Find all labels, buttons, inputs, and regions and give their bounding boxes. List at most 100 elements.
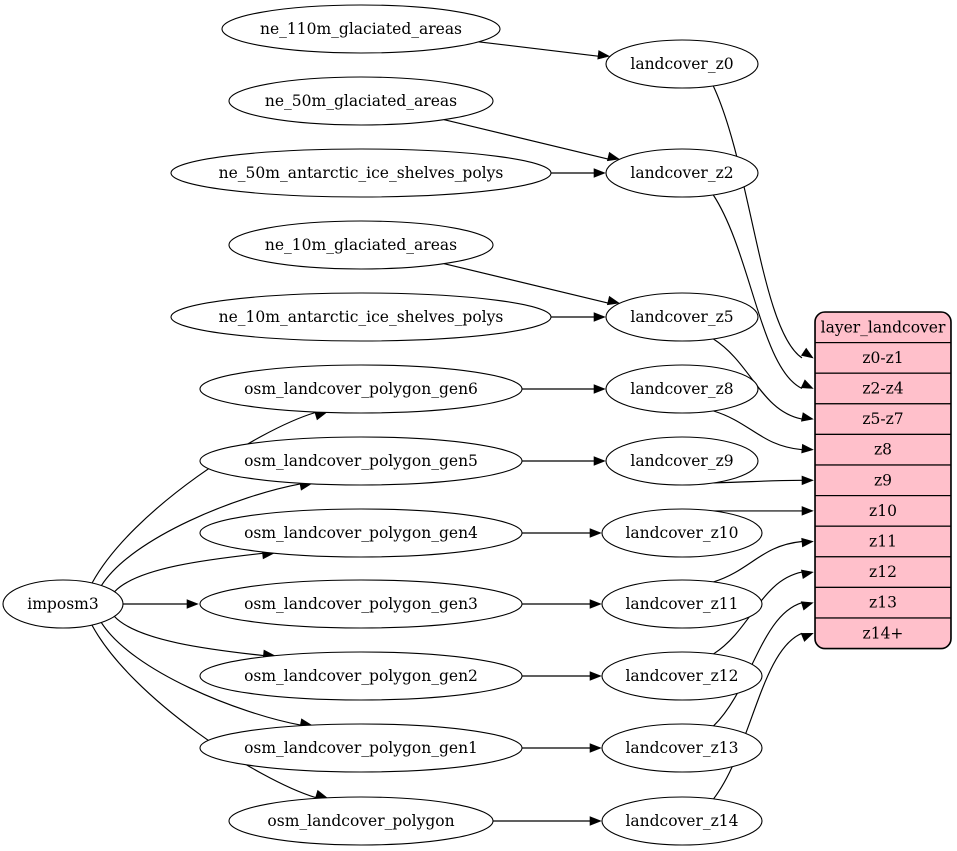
node-shape bbox=[605, 39, 759, 89]
edge-landcover_z11-to-row_z11 bbox=[713, 540, 803, 583]
edge-landcover_z2-to-row_z2_z4 bbox=[712, 194, 803, 390]
table-row-label: z14+ bbox=[863, 624, 904, 642]
node-label: ne_50m_antarctic_ice_shelves_polys bbox=[219, 164, 504, 182]
arrow-head-icon bbox=[606, 295, 620, 306]
table-row-z0-z1[interactable] bbox=[815, 342, 951, 374]
node-label: ne_50m_glaciated_areas bbox=[265, 92, 457, 110]
nodes-layer: imposm3 ne_110m_glaciated_areas ne_50m_gla… bbox=[2, 4, 763, 846]
node-ne_10m_antarctic_ice_shelves_polys[interactable]: ne_10m_antarctic_ice_shelves_polys bbox=[170, 292, 552, 342]
node-label: osm_landcover_polygon_gen1 bbox=[244, 739, 478, 757]
node-label: landcover_z0 bbox=[630, 55, 733, 73]
node-label: imposm3 bbox=[27, 595, 98, 613]
table-row-z10[interactable] bbox=[815, 495, 951, 527]
node-osm_landcover_polygon_gen6[interactable]: osm_landcover_polygon_gen6 bbox=[199, 364, 523, 414]
node-label: osm_landcover_polygon_gen5 bbox=[244, 452, 478, 470]
table-row-label: z11 bbox=[869, 533, 897, 551]
node-shape bbox=[605, 148, 759, 198]
node-shape bbox=[170, 292, 552, 342]
arrow-head-icon bbox=[800, 347, 814, 359]
node-shape bbox=[199, 508, 523, 558]
node-label: ne_110m_glaciated_areas bbox=[260, 20, 462, 38]
node-label: landcover_z12 bbox=[625, 667, 738, 685]
edge-imposm3-to-osm_landcover_polygon_gen5 bbox=[100, 483, 301, 586]
table-row-z2-z4[interactable] bbox=[815, 372, 951, 405]
node-shape bbox=[601, 723, 763, 773]
edge-landcover_z13-to-row_z13 bbox=[713, 602, 803, 727]
node-landcover_z12[interactable]: landcover_z12 bbox=[601, 651, 763, 701]
edges-layer bbox=[91, 41, 814, 826]
node-landcover_z0[interactable]: landcover_z0 bbox=[605, 39, 759, 89]
node-osm_landcover_polygon[interactable]: osm_landcover_polygon bbox=[228, 796, 494, 846]
node-shape bbox=[605, 364, 759, 414]
node-label: ne_10m_antarctic_ice_shelves_polys bbox=[219, 308, 504, 326]
arrow-head-icon bbox=[606, 151, 620, 162]
edge-imposm3-to-osm_landcover_polygon_gen2 bbox=[113, 616, 264, 657]
arrow-head-icon bbox=[800, 569, 814, 579]
node-ne_50m_antarctic_ice_shelves_polys[interactable]: ne_50m_antarctic_ice_shelves_polys bbox=[170, 148, 552, 198]
node-shape bbox=[170, 148, 552, 198]
node-ne_10m_glaciated_areas[interactable]: ne_10m_glaciated_areas bbox=[228, 220, 494, 270]
node-landcover_z8[interactable]: landcover_z8 bbox=[605, 364, 759, 414]
layer-landcover-table: layer_landcoverz0-z1z2-z4z5-z7z8z9z10z11… bbox=[814, 311, 952, 650]
node-osm_landcover_polygon_gen5[interactable]: osm_landcover_polygon_gen5 bbox=[199, 436, 523, 486]
node-landcover_z11[interactable]: landcover_z11 bbox=[601, 579, 763, 629]
arrow-head-icon bbox=[801, 475, 814, 486]
node-shape bbox=[199, 436, 523, 486]
node-label: osm_landcover_polygon bbox=[267, 812, 454, 830]
node-ne_50m_glaciated_areas[interactable]: ne_50m_glaciated_areas bbox=[228, 76, 494, 126]
arrow-head-icon bbox=[800, 601, 814, 611]
node-label: landcover_z5 bbox=[630, 308, 733, 326]
node-label: osm_landcover_polygon_gen4 bbox=[244, 524, 478, 542]
node-imposm3[interactable]: imposm3 bbox=[2, 579, 124, 629]
node-label: landcover_z9 bbox=[630, 452, 733, 470]
node-label: landcover_z13 bbox=[625, 739, 738, 757]
node-osm_landcover_polygon_gen1[interactable]: osm_landcover_polygon_gen1 bbox=[199, 723, 523, 773]
table-header-label: layer_landcover bbox=[821, 318, 946, 336]
node-landcover_z14[interactable]: landcover_z14 bbox=[601, 796, 763, 846]
arrow-head-icon bbox=[589, 816, 602, 826]
node-osm_landcover_polygon_gen2[interactable]: osm_landcover_polygon_gen2 bbox=[199, 651, 523, 701]
table-row-label: z10 bbox=[869, 502, 897, 520]
node-label: landcover_z14 bbox=[625, 812, 738, 830]
node-label: osm_landcover_polygon_gen3 bbox=[244, 595, 478, 613]
arrow-head-icon bbox=[589, 671, 602, 681]
arrow-head-icon bbox=[801, 506, 814, 516]
node-ne_110m_glaciated_areas[interactable]: ne_110m_glaciated_areas bbox=[221, 4, 501, 54]
node-landcover_z9[interactable]: landcover_z9 bbox=[605, 436, 759, 486]
arrow-head-icon bbox=[589, 743, 602, 753]
arrow-head-icon bbox=[589, 599, 602, 609]
node-shape bbox=[199, 723, 523, 773]
table-row-label: z13 bbox=[869, 594, 897, 612]
table-row-label: z0-z1 bbox=[862, 349, 903, 367]
node-shape bbox=[228, 796, 494, 846]
arrow-head-icon bbox=[593, 456, 606, 466]
node-label: landcover_z2 bbox=[630, 164, 733, 182]
node-shape bbox=[199, 364, 523, 414]
arrow-head-icon bbox=[800, 379, 814, 389]
node-label: landcover_z11 bbox=[625, 595, 738, 613]
node-osm_landcover_polygon_gen4[interactable]: osm_landcover_polygon_gen4 bbox=[199, 508, 523, 558]
table-row-label: z12 bbox=[869, 563, 897, 581]
table-row-label: z8 bbox=[874, 441, 892, 459]
table-row-z11[interactable] bbox=[815, 525, 951, 558]
edge-imposm3-to-osm_landcover_polygon_gen1 bbox=[100, 622, 301, 726]
node-shape bbox=[228, 76, 494, 126]
node-shape bbox=[601, 651, 763, 701]
edge-landcover_z14-to-row_z14plus bbox=[713, 632, 803, 800]
node-landcover_z2[interactable]: landcover_z2 bbox=[605, 148, 759, 198]
table-outline bbox=[814, 311, 952, 650]
node-label: ne_10m_glaciated_areas bbox=[265, 236, 457, 254]
node-landcover_z13[interactable]: landcover_z13 bbox=[601, 723, 763, 773]
node-shape bbox=[605, 436, 759, 486]
node-landcover_z5[interactable]: landcover_z5 bbox=[605, 292, 759, 342]
arrow-head-icon bbox=[800, 632, 814, 642]
arrow-head-icon bbox=[801, 412, 814, 422]
node-shape bbox=[221, 4, 501, 54]
edge-landcover_z0-to-row_z0_z1 bbox=[712, 85, 803, 359]
arrow-head-icon bbox=[589, 528, 602, 538]
node-osm_landcover_polygon_gen3[interactable]: osm_landcover_polygon_gen3 bbox=[199, 579, 523, 629]
node-landcover_z10[interactable]: landcover_z10 bbox=[601, 508, 763, 558]
table-row-z9[interactable] bbox=[815, 464, 951, 497]
node-label: landcover_z10 bbox=[625, 524, 738, 542]
